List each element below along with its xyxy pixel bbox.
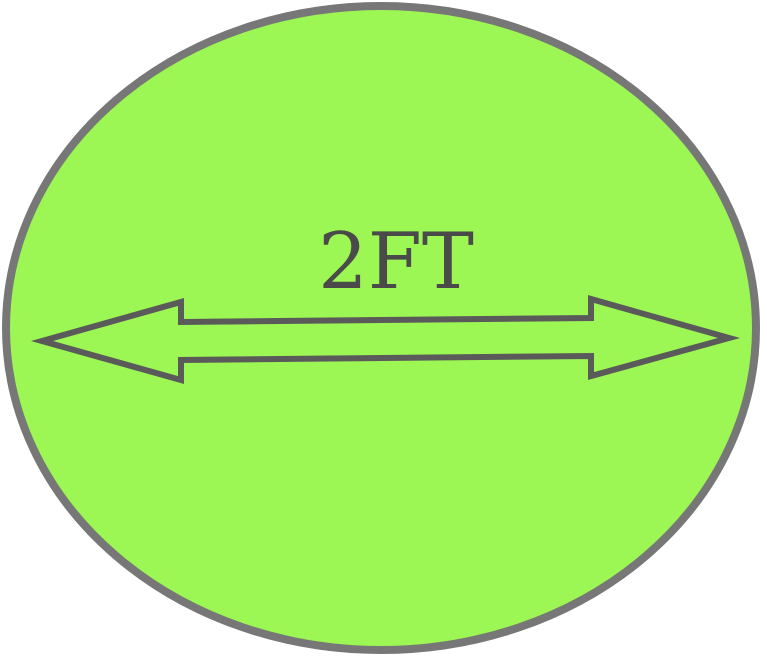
double-arrow-icon (30, 295, 741, 384)
dimension-label: 2FT (318, 217, 474, 307)
